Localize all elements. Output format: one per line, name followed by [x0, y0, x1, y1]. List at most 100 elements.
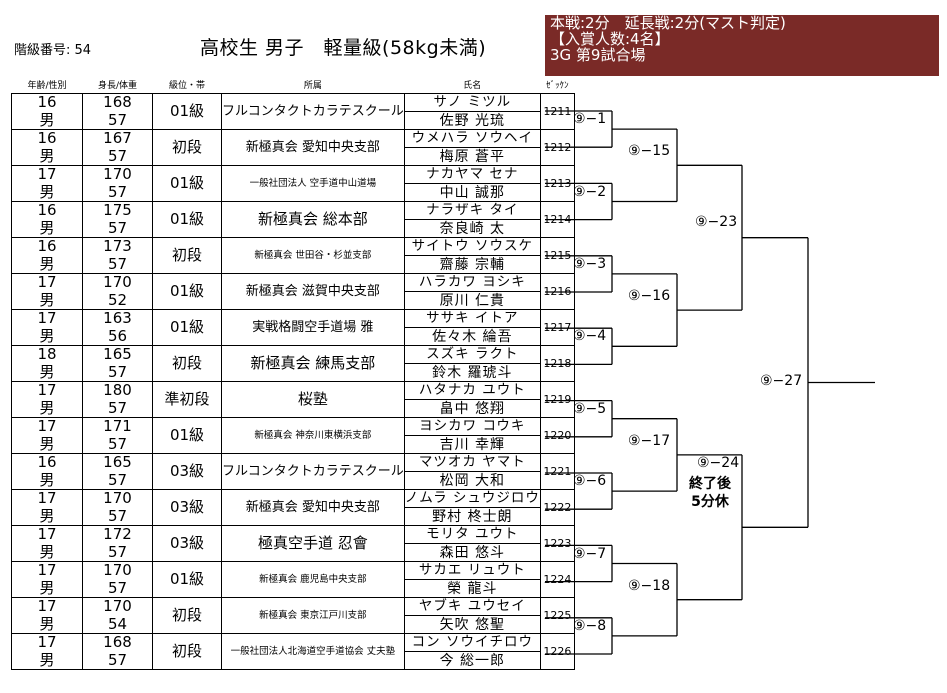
entry-bib: 1226	[539, 633, 575, 670]
entry-age: 17	[11, 165, 83, 184]
entry-gender: 男	[11, 255, 83, 274]
match-label-r1: ⑨−3	[573, 255, 607, 272]
entry-height: 165	[82, 345, 153, 364]
entry-name: 奈良崎 太	[403, 219, 541, 238]
entry-age: 17	[11, 561, 83, 580]
entry-kana: ウメハラ ソウヘイ	[403, 129, 541, 148]
entry-height: 168	[82, 633, 153, 652]
entry-height: 173	[82, 237, 153, 256]
entry-weight: 57	[82, 183, 153, 202]
entry-height: 170	[82, 597, 153, 616]
entry-kana: コン ソウイチロウ	[403, 633, 541, 652]
entry-age: 17	[11, 597, 83, 616]
entry-weight: 57	[82, 651, 153, 670]
match-label-r1: ⑨−5	[573, 400, 607, 417]
entry-weight: 57	[82, 543, 153, 562]
entry-gender: 男	[11, 651, 83, 670]
entry-kana: ナカヤマ セナ	[403, 165, 541, 184]
rest-note-line: 終了後	[689, 476, 731, 493]
match-label-r3: ⑨−23	[695, 213, 738, 230]
entry-affiliation: 新極真会 滋賀中央支部	[221, 273, 405, 310]
entry-height: 180	[82, 381, 153, 400]
entry-age: 16	[11, 237, 83, 256]
entry-kana: サカエ リュウト	[403, 561, 541, 580]
rest-note-line: 5分休	[691, 494, 729, 511]
match-label-r1: ⑨−8	[573, 617, 607, 634]
entry-kana: スズキ ラクト	[403, 345, 541, 364]
entry-age: 16	[11, 129, 83, 148]
entry-age: 17	[11, 489, 83, 508]
rules-box: 本戦:2分 延長戦:2分(マスト判定) 【入賞人数:4名】 3G 第9試合場	[545, 15, 939, 76]
entry-affiliation: 一般社団法人北海道空手道協会 丈夫塾	[221, 633, 405, 670]
entry-gender: 男	[11, 543, 83, 562]
entry-age: 17	[11, 525, 83, 544]
entry-rank: 01級	[152, 93, 222, 130]
entry-affiliation: 一般社団法人 空手道中山道場	[221, 165, 405, 202]
entry-gender: 男	[11, 111, 83, 130]
entry-rank: 01級	[152, 417, 222, 454]
entry-height: 171	[82, 417, 153, 436]
entry-kana: ヤブキ ユウセイ	[403, 597, 541, 616]
rules-line-court: 3G 第9試合場	[550, 46, 646, 64]
entry-rank: 初段	[152, 597, 222, 634]
entry-weight: 52	[82, 291, 153, 310]
match-label-r1: ⑨−6	[573, 473, 607, 490]
entry-affiliation: 新極真会 東京江戸川支部	[221, 597, 405, 634]
entry-affiliation: 新極真会 神奈川東横浜支部	[221, 417, 405, 454]
entry-kana: モリタ ユウト	[403, 525, 541, 544]
entry-name: 原川 仁貴	[403, 291, 541, 310]
entry-age: 17	[11, 309, 83, 328]
entry-rank: 01級	[152, 165, 222, 202]
entry-kana: サイトウ ソウスケ	[403, 237, 541, 256]
entry-rank: 01級	[152, 273, 222, 310]
entry-affiliation: 新極真会 世田谷・杉並支部	[221, 237, 405, 274]
entry-affiliation: 極真空手道 忍會	[221, 525, 405, 562]
entry-name: 中山 誠那	[403, 183, 541, 202]
entry-affiliation: 新極真会 総本部	[221, 201, 405, 238]
entry-rank: 03級	[152, 525, 222, 562]
entry-bib: 1218	[539, 345, 575, 382]
entry-age: 16	[11, 453, 83, 472]
entry-weight: 57	[82, 471, 153, 490]
entry-rank: 初段	[152, 633, 222, 670]
entry-name: 森田 悠斗	[403, 543, 541, 562]
rules-line-duration: 本戦:2分 延長戦:2分(マスト判定)	[550, 14, 786, 32]
match-label-r1: ⑨−1	[573, 111, 607, 128]
entry-affiliation: 桜塾	[221, 381, 405, 418]
entry-weight: 57	[82, 219, 153, 238]
class-number: 階級番号: 54	[14, 43, 92, 58]
match-label-final: ⑨−27	[760, 372, 803, 389]
entry-bib: 1222	[539, 489, 575, 526]
entry-rank: 準初段	[152, 381, 222, 418]
match-label-r2: ⑨−15	[628, 143, 671, 160]
entry-age: 17	[11, 273, 83, 292]
match-label-r2: ⑨−17	[628, 432, 671, 449]
entry-bib: 1219	[539, 381, 575, 418]
entry-age: 17	[11, 417, 83, 436]
entry-age: 17	[11, 633, 83, 652]
entry-bib: 1223	[539, 525, 575, 562]
entry-rank: 01級	[152, 201, 222, 238]
entry-rank: 01級	[152, 309, 222, 346]
match-label-r1: ⑨−4	[573, 328, 607, 345]
entry-rank: 初段	[152, 237, 222, 274]
